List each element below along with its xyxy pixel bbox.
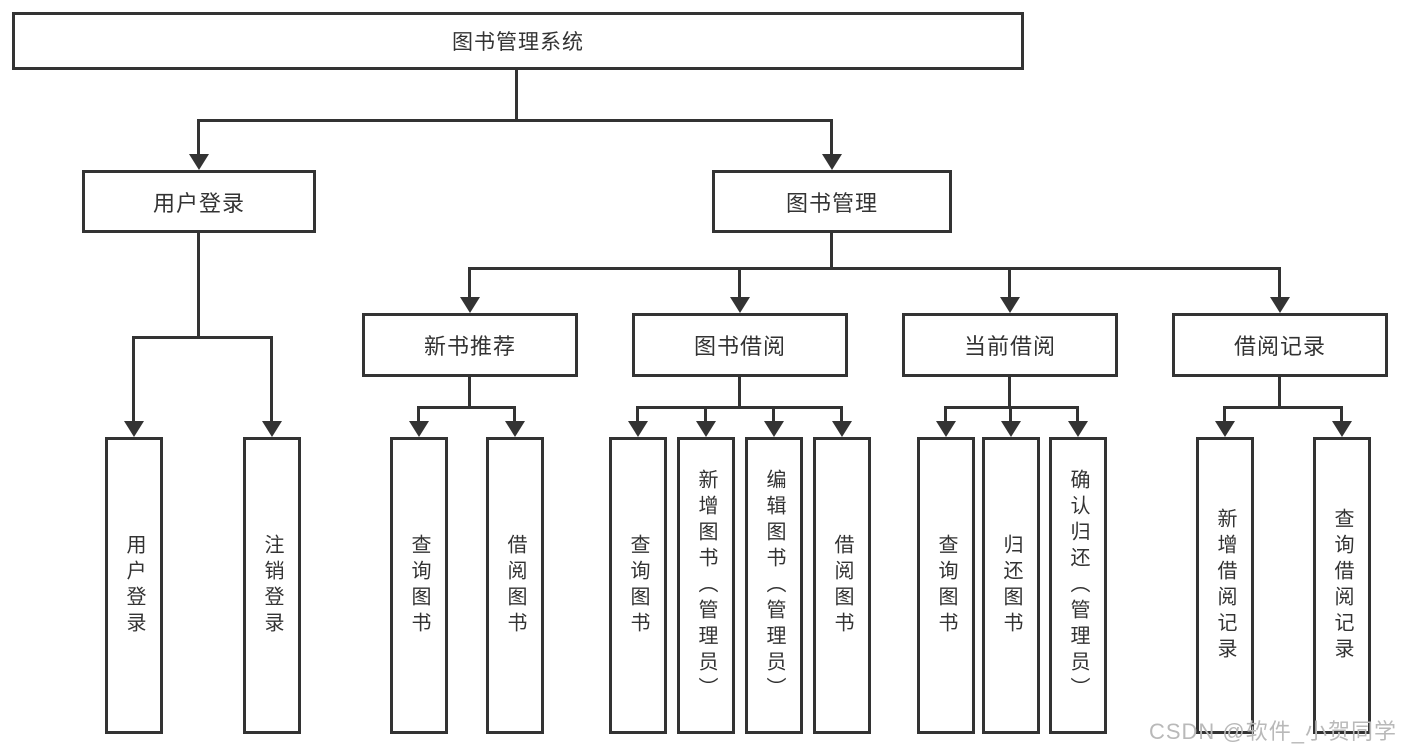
node-label: 新书推荐 — [423, 334, 516, 359]
connector-vline — [830, 231, 833, 270]
node-label: 用户登录 — [152, 190, 245, 216]
node-library-management-system: 图书管理系统 — [12, 12, 1024, 70]
node-label: 当前借阅 — [963, 334, 1056, 359]
arrowhead-down-icon — [124, 421, 144, 437]
connector-vline — [1009, 406, 1012, 428]
node-user-login-group: 用户登录 — [82, 170, 316, 233]
connector-hline — [636, 406, 843, 409]
leaf-query-books-current: 查询图书 — [917, 437, 975, 734]
node-label: 新增借阅记录 — [1214, 507, 1236, 664]
connector-vline — [270, 336, 273, 428]
arrowhead-down-icon — [1270, 297, 1290, 313]
connector-vline — [515, 68, 518, 121]
arrowhead-down-icon — [832, 421, 852, 437]
leaf-return-books: 归还图书 — [982, 437, 1040, 734]
node-label: 归还图书 — [1000, 533, 1022, 638]
connector-vline — [1340, 406, 1343, 428]
node-label: 借阅图书 — [831, 533, 853, 638]
arrowhead-down-icon — [262, 421, 282, 437]
node-book-borrowing: 图书借阅 — [632, 313, 848, 377]
connector-vline — [738, 267, 741, 307]
node-label: 借阅记录 — [1233, 334, 1326, 359]
connector-vline — [704, 406, 707, 428]
node-label: 用户登录 — [123, 533, 145, 638]
leaf-edit-books-admin: 编辑图书（管理员） — [745, 437, 803, 734]
arrowhead-down-icon — [822, 154, 842, 170]
arrowhead-down-icon — [1068, 421, 1088, 437]
connector-vline — [1076, 406, 1079, 428]
leaf-query-borrow-record: 查询借阅记录 — [1313, 437, 1371, 734]
node-label: 确认归还（管理员） — [1067, 468, 1089, 703]
node-label: 查询借阅记录 — [1331, 507, 1353, 664]
connector-vline — [197, 119, 200, 161]
csdn-watermark: CSDN @软件_小贺同学 — [1148, 719, 1397, 744]
connector-hline — [417, 406, 516, 409]
node-label: 图书管理系统 — [452, 31, 584, 54]
arrowhead-down-icon — [1215, 421, 1235, 437]
node-label: 图书管理 — [785, 190, 878, 216]
node-label: 借阅图书 — [504, 533, 526, 638]
connector-vline — [772, 406, 775, 428]
connector-vline — [513, 406, 516, 428]
connector-vline — [1008, 375, 1011, 409]
connector-hline — [197, 119, 833, 122]
leaf-borrow-books: 借阅图书 — [813, 437, 871, 734]
connector-vline — [738, 375, 741, 409]
arrowhead-down-icon — [1332, 421, 1352, 437]
connector-hline — [944, 406, 1079, 409]
connector-hline — [132, 336, 273, 339]
leaf-borrow-books-recommend: 借阅图书 — [486, 437, 544, 734]
arrowhead-down-icon — [730, 297, 750, 313]
arrowhead-down-icon — [460, 297, 480, 313]
leaf-confirm-return-admin: 确认归还（管理员） — [1049, 437, 1107, 734]
node-new-book-recommendation: 新书推荐 — [362, 313, 578, 377]
connector-vline — [197, 231, 200, 338]
node-book-management: 图书管理 — [712, 170, 952, 233]
arrowhead-down-icon — [409, 421, 429, 437]
leaf-query-books-recommend: 查询图书 — [390, 437, 448, 734]
node-current-borrowing: 当前借阅 — [902, 313, 1118, 377]
connector-vline — [1278, 375, 1281, 409]
leaf-user-login: 用户登录 — [105, 437, 163, 734]
arrowhead-down-icon — [505, 421, 525, 437]
connector-hline — [468, 267, 1281, 270]
node-label: 查询图书 — [935, 533, 957, 638]
arrowhead-down-icon — [1000, 297, 1020, 313]
connector-vline — [417, 406, 420, 428]
arrowhead-down-icon — [696, 421, 716, 437]
connector-vline — [468, 267, 471, 307]
arrowhead-down-icon — [936, 421, 956, 437]
node-label: 图书借阅 — [693, 334, 786, 359]
arrowhead-down-icon — [764, 421, 784, 437]
connector-vline — [1278, 267, 1281, 307]
node-label: 查询图书 — [408, 533, 430, 638]
connector-hline — [1223, 406, 1343, 409]
node-borrowing-records: 借阅记录 — [1172, 313, 1388, 377]
leaf-add-borrow-record: 新增借阅记录 — [1196, 437, 1254, 734]
connector-vline — [636, 406, 639, 428]
connector-vline — [944, 406, 947, 428]
connector-vline — [468, 375, 471, 409]
connector-vline — [132, 336, 135, 428]
arrowhead-down-icon — [189, 154, 209, 170]
node-label: 注销登录 — [261, 533, 283, 638]
leaf-query-books-borrowing: 查询图书 — [609, 437, 667, 734]
leaf-add-books-admin: 新增图书（管理员） — [677, 437, 735, 734]
node-label: 新增图书（管理员） — [695, 468, 717, 703]
leaf-logout: 注销登录 — [243, 437, 301, 734]
node-label: 编辑图书（管理员） — [763, 468, 785, 703]
arrowhead-down-icon — [628, 421, 648, 437]
connector-vline — [1223, 406, 1226, 428]
connector-vline — [1008, 267, 1011, 307]
connector-vline — [830, 119, 833, 161]
arrowhead-down-icon — [1001, 421, 1021, 437]
connector-vline — [840, 406, 843, 428]
node-label: 查询图书 — [627, 533, 649, 638]
